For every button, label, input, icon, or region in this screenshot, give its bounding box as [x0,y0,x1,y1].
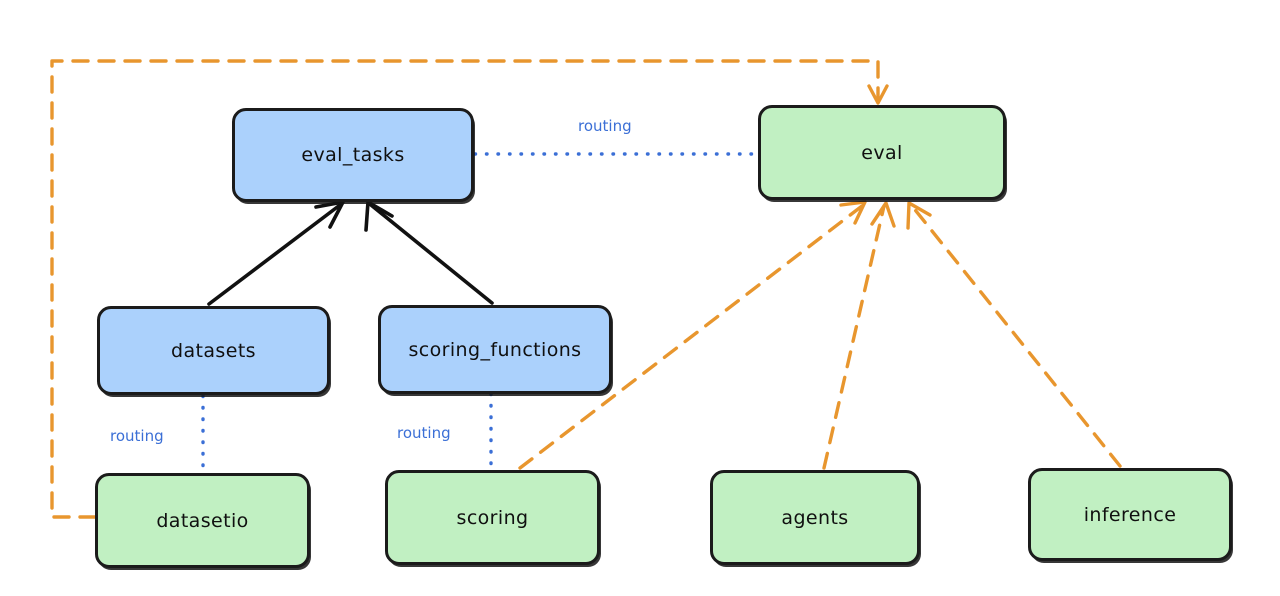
node-inference[interactable]: inference [1028,468,1232,561]
edge-scoring_functions-to-eval_tasks [364,200,494,305]
node-datasetio[interactable]: datasetio [95,473,310,568]
edge-datasets-to-eval_tasks [207,200,345,306]
node-scoring-functions[interactable]: scoring_functions [378,305,612,394]
node-label: inference [1083,503,1177,526]
node-datasets[interactable]: datasets [97,306,330,395]
edge-label-routing-eval-tasks-eval: routing [578,117,632,135]
node-label: agents [781,506,849,529]
edge-label-routing-scoring-functions-scoring: routing [397,424,451,442]
node-label: datasetio [156,509,249,532]
node-agents[interactable]: agents [710,470,920,565]
edge-agents-to-eval [822,201,896,470]
node-label: scoring_functions [408,338,582,361]
node-label: eval_tasks [301,144,405,166]
node-scoring[interactable]: scoring [385,470,600,565]
edge-label-routing-datasets-datasetio: routing [110,427,164,445]
edge-scoring-to-eval [518,200,867,470]
node-label: eval [861,141,903,164]
node-label: datasets [171,339,256,362]
edge-datasetio-to-eval [50,59,889,519]
node-eval[interactable]: eval [758,105,1006,200]
node-label: scoring [456,506,529,529]
node-eval-tasks[interactable]: eval_tasks [232,108,474,202]
edge-inference-to-eval [906,201,1122,468]
